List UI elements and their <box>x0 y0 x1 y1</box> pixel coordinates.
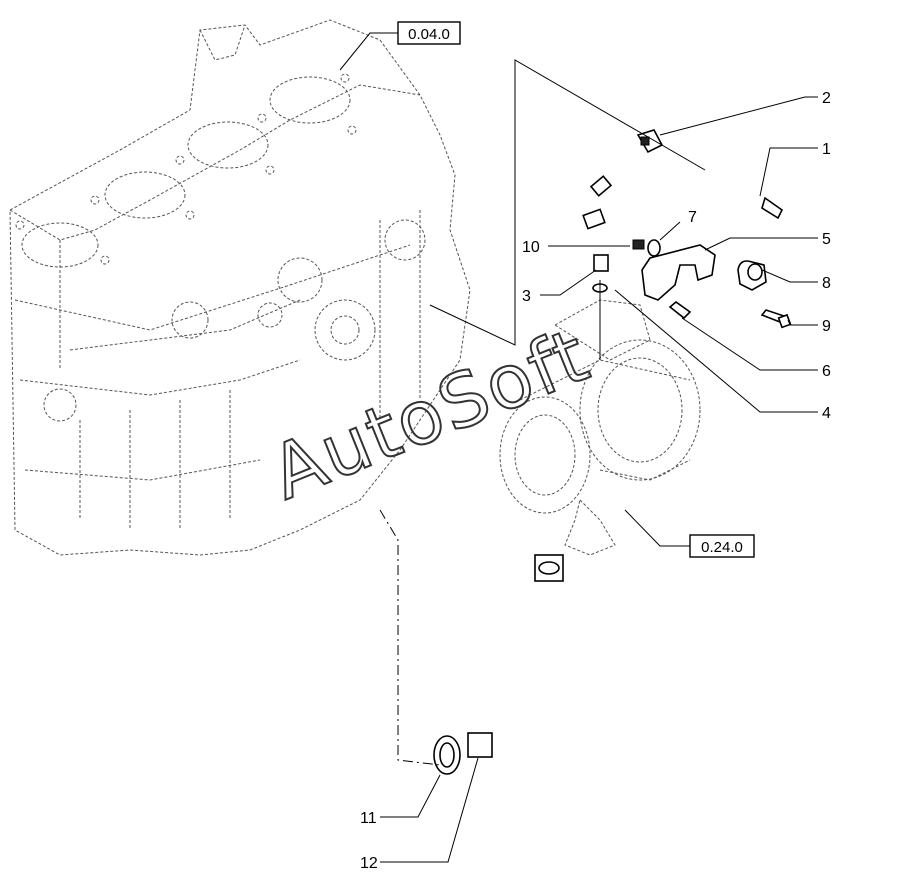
ref-box-turbocharger: 0.24.0 <box>689 534 755 558</box>
callout-9: 9 <box>822 318 831 335</box>
bracket-plate <box>641 244 716 301</box>
callout-3: 3 <box>522 288 531 305</box>
watermark-text: AutoSoft <box>260 312 602 517</box>
svg-text:0.04.0: 0.04.0 <box>408 26 450 43</box>
callout-11: 11 <box>360 810 377 827</box>
leader-lines <box>339 32 818 863</box>
screws <box>668 300 792 329</box>
callout-12: 12 <box>360 855 378 872</box>
callout-7: 7 <box>688 209 697 226</box>
union-and-washer <box>632 239 661 257</box>
callout-10: 10 <box>522 239 540 256</box>
flange-fitting <box>737 260 767 291</box>
callout-1: 1 <box>822 141 831 158</box>
oil-feed-pipe <box>551 153 784 232</box>
turbocharger-drawing <box>499 299 701 556</box>
callout-5: 5 <box>822 231 831 248</box>
callout-8: 8 <box>822 275 831 292</box>
callout-4: 4 <box>822 405 831 422</box>
callout-6: 6 <box>822 363 831 380</box>
svg-text:0.24.0: 0.24.0 <box>701 539 743 556</box>
ref-box-engine-block: 0.04.0 <box>397 21 461 45</box>
callout-labels: 2 1 7 5 10 8 3 9 6 4 11 12 <box>360 90 831 872</box>
engine-block-drawing <box>9 19 471 556</box>
callout-2: 2 <box>822 90 831 107</box>
oil-return-hose <box>433 554 564 775</box>
